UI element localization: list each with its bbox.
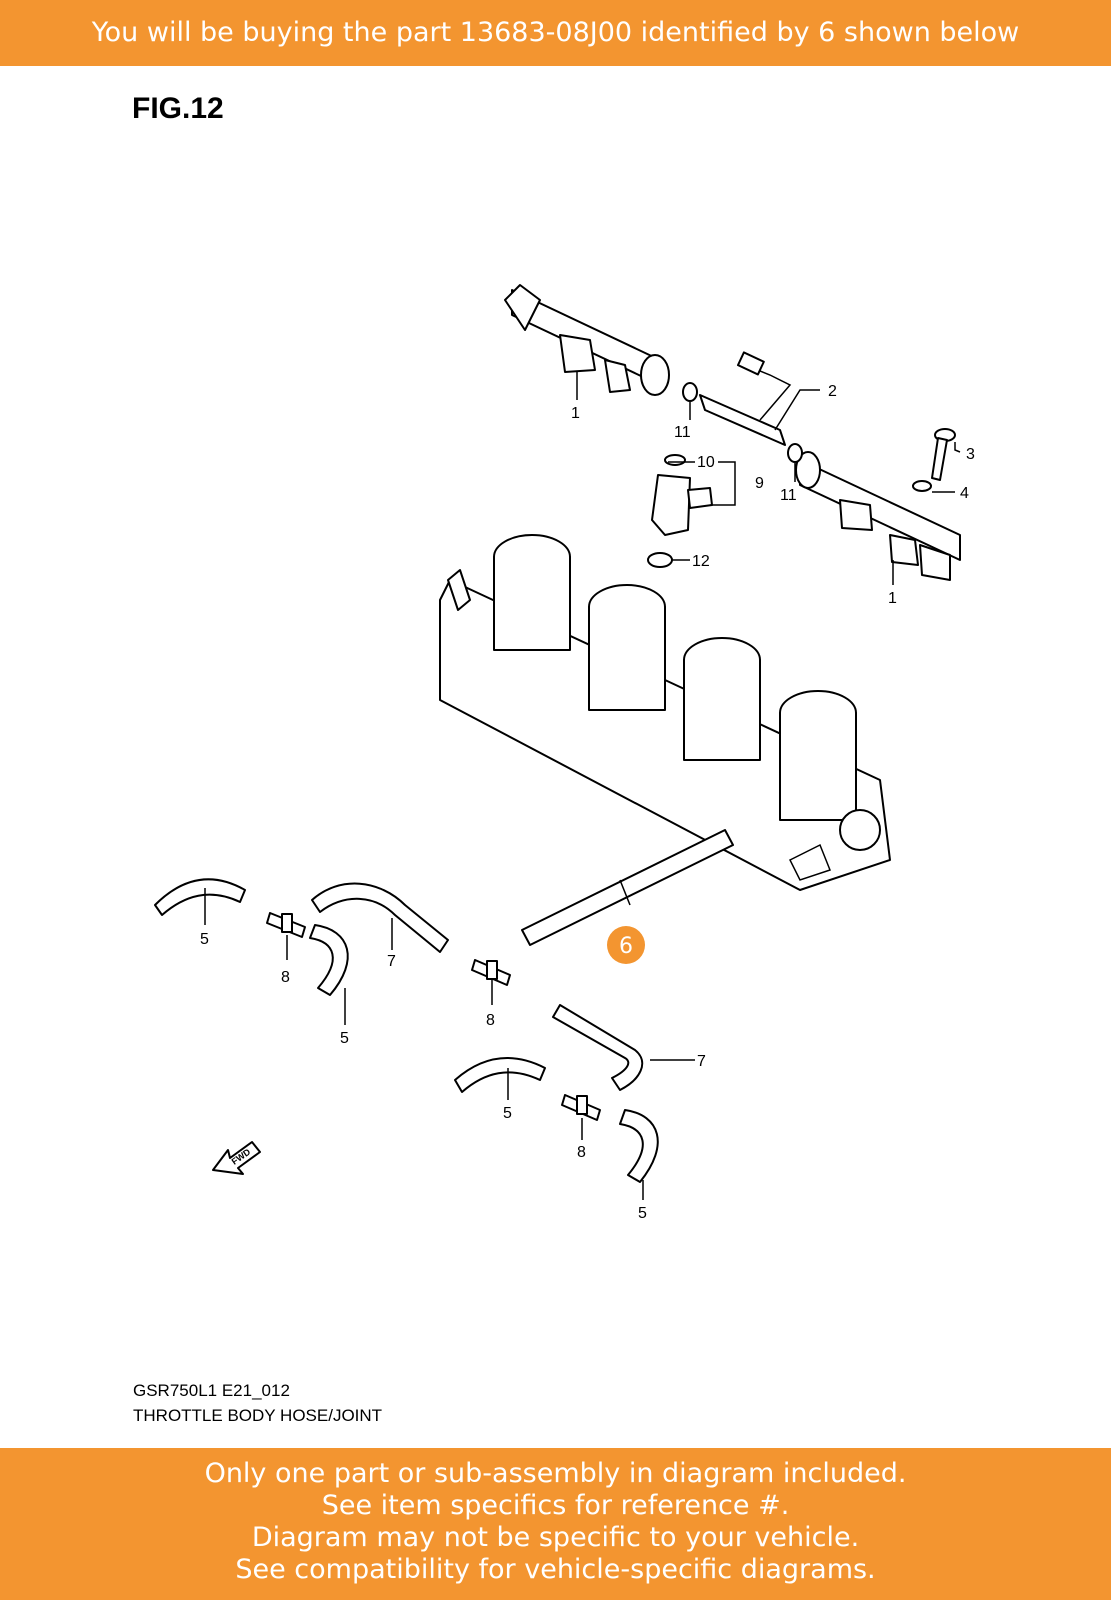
bolt	[931, 428, 956, 481]
caption-title: THROTTLE BODY HOSE/JOINT	[133, 1406, 383, 1425]
hose-5	[454, 1057, 546, 1093]
hose-7	[552, 1004, 644, 1091]
caption-model: GSR750L1 E21_012	[133, 1381, 290, 1400]
fuel-rail-right	[795, 451, 961, 581]
notice-line: See item specifics for reference #.	[321, 1490, 790, 1521]
callout-label: 9	[755, 475, 764, 492]
hose-5	[154, 878, 246, 916]
o-ring	[787, 443, 803, 463]
callout-label: 5	[200, 931, 209, 948]
joint-8	[471, 959, 511, 986]
joint-8	[561, 1094, 601, 1121]
washer	[912, 480, 932, 492]
hose-5	[619, 1109, 659, 1183]
bottom-banner: Only one part or sub-assembly in diagram…	[0, 1448, 1111, 1600]
parts-diagram: 1 2 11 3 10 9 11 4 12 1 5 7 8 5 8 7 5 8 …	[154, 284, 975, 1222]
callout-label: 12	[692, 553, 710, 570]
callout-label: 5	[638, 1205, 647, 1222]
callout-label: 8	[281, 969, 290, 986]
top-banner: You will be buying the part 13683-08J00 …	[0, 0, 1111, 66]
o-ring	[682, 382, 698, 402]
leader-lines	[204, 372, 961, 1200]
callout-label: 5	[340, 1030, 349, 1047]
throttle-body	[439, 534, 891, 891]
diagram-caption: GSR750L1 E21_012 THROTTLE BODY HOSE/JOIN…	[133, 1378, 382, 1428]
callout-label: 7	[697, 1053, 706, 1070]
connector-pipe	[699, 351, 792, 446]
notice-line: See compatibility for vehicle-specific d…	[235, 1554, 876, 1585]
hose-5	[309, 924, 349, 996]
callout-label: 11	[674, 424, 691, 441]
callout-label: 11	[780, 487, 797, 504]
highlight-badge	[607, 926, 645, 964]
callout-label: 1	[571, 405, 580, 422]
callout-label: 1	[888, 590, 897, 607]
callout-label: 4	[960, 485, 969, 502]
callout-label: 10	[697, 454, 715, 471]
callout-label: 5	[503, 1105, 512, 1122]
notice-line: Only one part or sub-assembly in diagram…	[204, 1458, 907, 1489]
hose-part-6	[521, 829, 734, 946]
highlight-label: 6	[619, 934, 633, 959]
callout-label: 8	[577, 1144, 586, 1161]
fuel-rail-left	[504, 284, 670, 396]
fwd-arrow: FWD	[212, 1141, 261, 1175]
joint-8	[266, 912, 306, 938]
callout-label: 3	[966, 446, 975, 463]
callout-label: 7	[387, 953, 396, 970]
figure-title: FIG.12	[132, 92, 224, 125]
callout-label: 2	[828, 383, 837, 400]
fuel-injector	[647, 454, 713, 568]
callout-label: 8	[486, 1012, 495, 1029]
notice-line: Diagram may not be specific to your vehi…	[251, 1522, 860, 1553]
hose-7	[311, 882, 449, 953]
